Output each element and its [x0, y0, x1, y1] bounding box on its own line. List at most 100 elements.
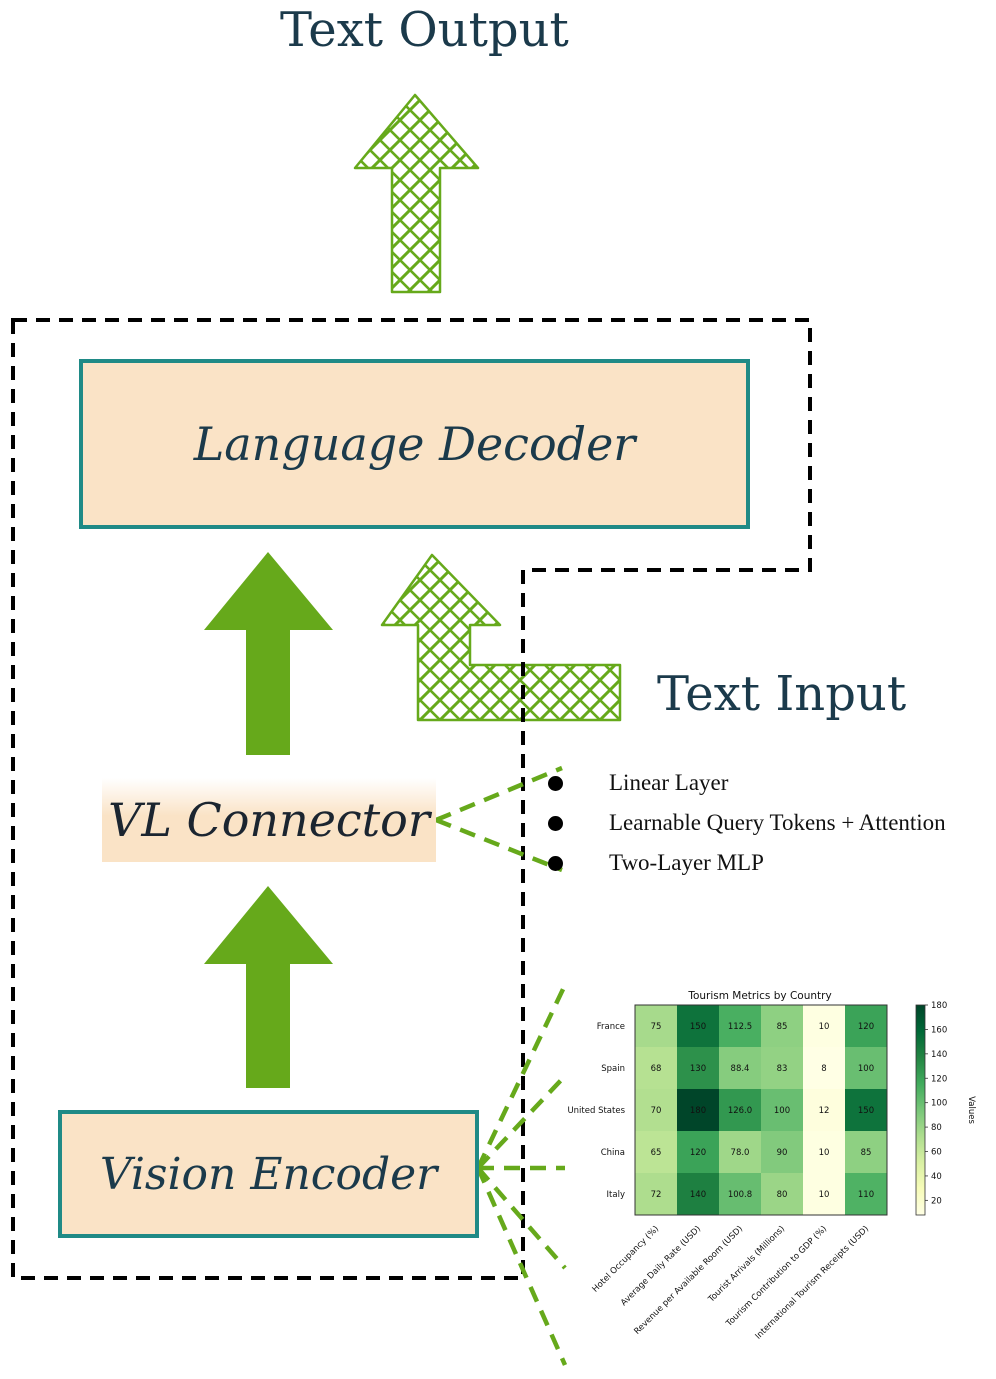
heatmap-cell-label: 130: [690, 1064, 706, 1074]
hatched-up-arrow-icon: [353, 93, 480, 294]
bullet-icon: [548, 815, 563, 831]
heatmap-cell-label: 100: [774, 1106, 790, 1116]
colorbar-label: Values: [966, 1096, 976, 1124]
chart-title: Tourism Metrics by Country: [687, 990, 831, 1002]
heatmap-cell: [677, 1047, 719, 1089]
heatmap-cell-label: 100: [858, 1064, 874, 1074]
bullet-icon: [548, 775, 563, 791]
vl-connector-label: VL Connector: [108, 793, 430, 847]
column-tick-label: Hotel Occupancy (%): [591, 1224, 662, 1295]
heatmap-cell-label: 150: [858, 1106, 874, 1116]
row-tick-label: China: [601, 1148, 625, 1158]
heatmap-cell: [719, 1005, 761, 1047]
heatmap-cell: [761, 1089, 803, 1131]
colorbar: [915, 1004, 926, 1216]
heatmap-cell: [635, 1005, 677, 1047]
colorbar-tick-label: 20: [931, 1196, 942, 1206]
colorbar-tick-label: 120: [931, 1074, 947, 1084]
heatmap-cell: [845, 1089, 887, 1131]
heatmap-cell-label: 83: [777, 1064, 788, 1074]
heatmap-cell-label: 85: [777, 1022, 788, 1032]
connector-option-label: Two-Layer MLP: [609, 850, 764, 875]
column-tick-label: Average Daily Rate (USD): [619, 1224, 703, 1308]
heatmap-cell-label: 10: [819, 1190, 830, 1200]
heatmap-cell: [761, 1047, 803, 1089]
heatmap-cell-label: 68: [651, 1064, 662, 1074]
heatmap-cell: [677, 1173, 719, 1215]
vision-encoder-label: Vision Encoder: [99, 1148, 438, 1200]
colorbar-tick-label: 160: [931, 1025, 947, 1035]
encoder-input-lines: [475, 984, 568, 1366]
connector-option-label: Linear Layer: [609, 770, 729, 795]
heatmap-cell-label: 10: [819, 1022, 830, 1032]
heatmap-cell: [677, 1131, 719, 1173]
solid-up-arrow-icon: [204, 886, 333, 1088]
heatmap-cell-label: 180: [690, 1106, 706, 1116]
heatmap-cell: [803, 1005, 845, 1047]
text-output-label: Text Output: [280, 2, 569, 58]
colorbar-tick-label: 180: [931, 1001, 947, 1011]
heatmap-cell-label: 110: [858, 1190, 874, 1200]
heatmap-cell-label: 126.0: [728, 1106, 752, 1116]
row-tick-label: United States: [567, 1106, 625, 1116]
heatmap-frame: [634, 1004, 888, 1216]
heatmap-cell-label: 120: [690, 1148, 706, 1158]
heatmap-cell: [719, 1173, 761, 1215]
heatmap-cell-label: 100.8: [728, 1190, 752, 1200]
heatmap-cell-label: 75: [651, 1022, 662, 1032]
heatmap-cell: [635, 1131, 677, 1173]
colorbar-tick-label: 60: [931, 1148, 942, 1158]
heatmap-cell: [803, 1047, 845, 1089]
heatmap-cell-label: 85: [861, 1148, 872, 1158]
colorbar-tick-label: 100: [931, 1099, 947, 1109]
heatmap-cell-label: 72: [651, 1190, 662, 1200]
heatmap-cell-label: 10: [819, 1148, 830, 1158]
heatmap-cell-label: 12: [819, 1106, 830, 1116]
colorbar-tick-label: 140: [931, 1050, 947, 1060]
vl-connector-block: VL Connector: [102, 778, 436, 862]
heatmap-cell: [803, 1173, 845, 1215]
heatmap-cell: [719, 1047, 761, 1089]
heatmap-cell-label: 80: [777, 1190, 788, 1200]
heatmap-cell-label: 8: [821, 1064, 826, 1074]
heatmap-cell-label: 150: [690, 1022, 706, 1032]
heatmap-cell: [761, 1173, 803, 1215]
language-decoder-label: Language Decoder: [193, 417, 636, 471]
connector-options-list: Linear Layer Learnable Query Tokens + At…: [548, 763, 946, 883]
heatmap-cell-label: 65: [651, 1148, 662, 1158]
colorbar-tick-label: 80: [931, 1123, 942, 1133]
heatmap-cell: [719, 1089, 761, 1131]
connector-option-lines: [435, 765, 563, 873]
hatched-bent-arrow-icon: [380, 553, 622, 722]
heatmap-cell: [761, 1005, 803, 1047]
bullet-icon: [548, 855, 563, 871]
heatmap-cell: [803, 1131, 845, 1173]
heatmap-cell-label: 120: [858, 1022, 874, 1032]
language-decoder-block: Language Decoder: [79, 359, 750, 529]
heatmap-cell-label: 70: [651, 1106, 662, 1116]
heatmap-cell: [635, 1089, 677, 1131]
row-tick-label: Spain: [601, 1064, 625, 1074]
vision-encoder-block: Vision Encoder: [58, 1110, 479, 1238]
heatmap-cell: [635, 1047, 677, 1089]
heatmap-cell: [845, 1131, 887, 1173]
heatmap-cell-label: 78.0: [731, 1148, 750, 1158]
heatmap-cell: [803, 1089, 845, 1131]
connector-option-item: Linear Layer: [548, 763, 946, 803]
heatmap-cell: [719, 1131, 761, 1173]
text-input-label: Text Input: [657, 666, 907, 722]
connector-option-item: Two-Layer MLP: [548, 843, 946, 883]
heatmap-cell-label: 140: [690, 1190, 706, 1200]
column-tick-label: Tourist Arrivals (Millions): [706, 1224, 787, 1305]
heatmap-cell: [677, 1089, 719, 1131]
heatmap-cell-label: 90: [777, 1148, 788, 1158]
heatmap-cell-label: 88.4: [731, 1064, 750, 1074]
heatmap-cell: [845, 1173, 887, 1215]
row-tick-label: Italy: [607, 1190, 625, 1200]
heatmap-cell: [761, 1131, 803, 1173]
row-tick-label: France: [597, 1022, 625, 1032]
